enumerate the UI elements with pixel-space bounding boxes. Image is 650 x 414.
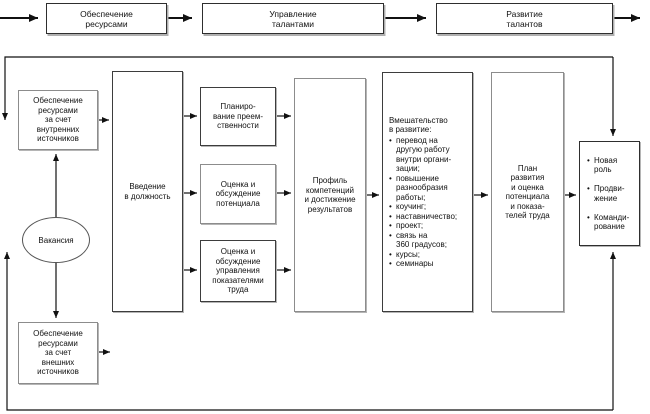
performance-review-box: Оценка и обсуждение управления показател…	[200, 240, 276, 302]
succession-planning-box: Планиро- вание преем- ственности	[200, 87, 276, 146]
competency-profile-box: Профиль компетенций и достижение результ…	[294, 78, 366, 312]
internal-sourcing-box: Обеспечение ресурсами за счет внутренних…	[18, 90, 98, 150]
feedback-bottom-line	[3, 252, 613, 411]
external-sourcing-box: Обеспечение ресурсами за счет внешних ис…	[18, 322, 98, 384]
potential-review-box: Оценка и обсуждение потенциала	[200, 164, 276, 224]
bullet-item: •перевод на другую работу внутри органи-…	[389, 135, 452, 174]
bullet-item: •наставничество;	[389, 211, 458, 221]
bullet-item: •Продви- жение	[587, 184, 625, 203]
development-interventions-box: Вмешательство в развитие: •перевод на др…	[382, 72, 473, 312]
bullet-item: •Команди- рование	[587, 212, 630, 232]
bullet-item: •связь на 360 градусов;	[389, 230, 447, 250]
feedback-top-line	[2, 56, 613, 120]
development-interventions-list: •перевод на другую работу внутри органи-…	[389, 136, 470, 269]
development-plan-box: План развития и оценка потенциала и пока…	[491, 72, 564, 312]
bullet-item: •повышение разнообразия работы;	[389, 173, 448, 202]
vacancy-oval: Вакансия	[22, 217, 90, 263]
bullet-item: •Новая роль	[587, 155, 618, 175]
bullet-item: •проект;	[389, 221, 424, 230]
top-step-resourcing: Обеспечение ресурсами	[46, 3, 167, 34]
development-interventions-title: Вмешательство в развитие:	[389, 115, 448, 135]
outcomes-box: •Новая роль •Продви- жение •Команди- рован…	[579, 141, 640, 246]
induction-box: Введение в должность	[112, 71, 183, 312]
top-step-talent-development: Развитие талантов	[436, 3, 613, 34]
bullet-item: •коучинг;	[389, 202, 427, 211]
bullet-item: •курсы;	[389, 249, 420, 259]
top-step-talent-management: Управление талантами	[202, 3, 384, 34]
bullet-item: •семинары	[389, 259, 434, 268]
